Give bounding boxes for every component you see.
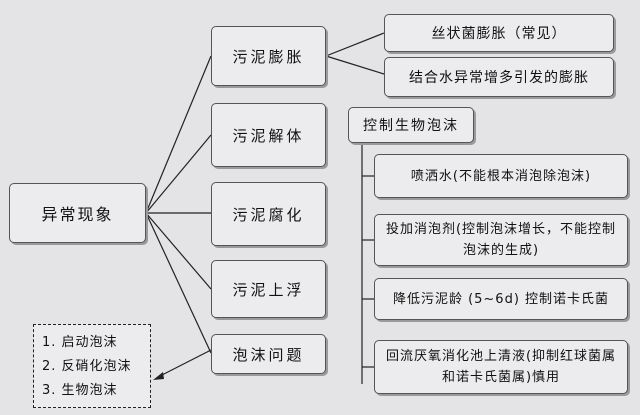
foam-type-item: 3. 生物泡沫 [42, 383, 118, 398]
foam-measure-spray-water: 喷洒水(不能根本消泡除泡沫) [374, 154, 628, 198]
foam-type-item: 1. 启动泡沫 [42, 335, 118, 350]
cause-label: 结合水异常增多引发的膨胀 [409, 70, 589, 86]
bulking-cause-bound-water: 结合水异常增多引发的膨胀 [384, 57, 614, 97]
measure-label: 投加消泡剂(控制泡沫增长，不能控制泡沫的生成) [385, 222, 617, 258]
foam-types-list: 1. 启动泡沫 2. 反硝化泡沫 3. 生物泡沫 [33, 324, 151, 408]
category-label: 污泥腐化 [232, 205, 305, 224]
measure-label: 降低污泥龄 (5~6d) 控制诺卡氏菌 [392, 291, 610, 307]
foam-control-title-label: 控制生物泡沫 [363, 118, 459, 134]
category-sludge-bulking: 污泥膨胀 [211, 26, 326, 86]
root-abnormal-phenomena: 异常现象 [9, 183, 146, 243]
category-label: 泡沫问题 [232, 345, 305, 364]
measure-label: 喷洒水(不能根本消泡除泡沫) [410, 168, 592, 184]
category-label: 污泥膨胀 [232, 47, 305, 66]
cause-label: 丝状菌膨胀（常见） [431, 26, 567, 42]
root-label: 异常现象 [41, 205, 114, 224]
category-foam-problem: 泡沫问题 [211, 334, 326, 374]
foam-type-item: 2. 反硝化泡沫 [42, 359, 132, 374]
category-sludge-disintegration: 污泥解体 [211, 103, 326, 167]
foam-measure-defoamer: 投加消泡剂(控制泡沫增长，不能控制泡沫的生成) [374, 214, 628, 266]
category-label: 污泥上浮 [232, 280, 305, 299]
measure-label: 回流厌氧消化池上清液(抑制红球菌属和诺卡氏菌属)慎用 [385, 349, 617, 385]
category-sludge-floating: 污泥上浮 [211, 260, 326, 318]
bulking-cause-filamentous: 丝状菌膨胀（常见） [384, 14, 614, 52]
foam-measure-return-supernatant: 回流厌氧消化池上清液(抑制红球菌属和诺卡氏菌属)慎用 [374, 340, 628, 394]
foam-measure-reduce-sludge-age: 降低污泥龄 (5~6d) 控制诺卡氏菌 [374, 278, 628, 320]
category-label: 污泥解体 [232, 126, 305, 145]
foam-control-title: 控制生物泡沫 [348, 107, 474, 143]
category-sludge-putrefaction: 污泥腐化 [211, 182, 326, 246]
